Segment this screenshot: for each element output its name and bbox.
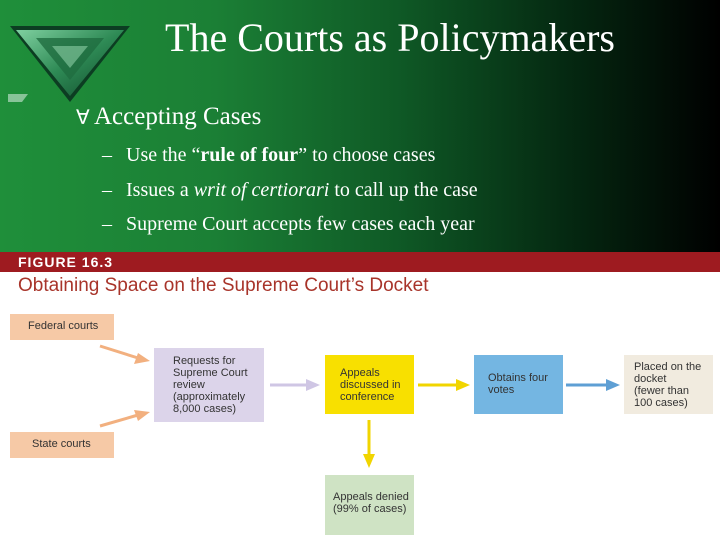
box-line: 8,000 cases) [173, 403, 236, 415]
box-line: 100 cases) [634, 397, 688, 409]
sub-bullet-text: Supreme Court accepts few cases each yea… [126, 213, 475, 235]
box-federal-courts: Federal courts [10, 314, 114, 340]
figure-label: FIGURE 16.3 [18, 254, 114, 270]
box-line: (approximately [173, 391, 246, 403]
slide-title: The Courts as Policymakers [165, 15, 615, 60]
bullet-accepting-cases: ∀Accepting Cases [76, 100, 261, 134]
box-four-votes: Obtains four votes [474, 355, 563, 414]
box-placed-on-docket: Placed on the docket (fewer than 100 cas… [624, 355, 713, 414]
box-line: Placed on the [634, 361, 702, 373]
sub-bullet-dash: – [102, 179, 112, 201]
arrow-federal-to-requests [99, 344, 150, 364]
figure-label-band: FIGURE 16.3 [0, 252, 720, 272]
box-federal-courts-label: Federal courts [28, 320, 99, 332]
slide-header-background: The Courts as Policymakers ∀Accepting Ca… [0, 0, 720, 252]
sub-bullet: –Use the “rule of four” to choose cases [102, 142, 436, 168]
bullet-text: Accepting Cases [94, 103, 262, 130]
box-appeals-conference: Appeals discussed in conference [325, 355, 414, 414]
box-line: Appeals denied [333, 491, 409, 503]
box-line: discussed in [340, 379, 401, 391]
arrow-requests-to-conference [270, 379, 320, 391]
triangle-logo-icon [8, 26, 130, 102]
box-review-requests: Requests for Supreme Court review (appro… [154, 348, 264, 422]
sub-bullet-text: Issues a [126, 179, 194, 201]
box-line: Requests for [173, 355, 236, 367]
sub-bullet-dash: – [102, 144, 112, 166]
box-line: (99% of cases) [333, 503, 407, 515]
box-line: review [173, 379, 205, 391]
box-line: Appeals [340, 367, 380, 379]
box-line: Supreme Court [173, 367, 248, 379]
arrow-conference-to-denied [363, 420, 375, 468]
sub-bullet-text: rule of four [200, 144, 299, 166]
box-line: conference [340, 391, 395, 403]
sub-bullet: –Issues a writ of certiorari to call up … [102, 177, 478, 203]
sub-bullet-dash: – [102, 213, 112, 235]
box-line: (fewer than [634, 385, 690, 397]
arrow-state-to-requests [99, 410, 150, 428]
sub-bullet: –Supreme Court accepts few cases each ye… [102, 211, 475, 237]
box-line: docket [634, 373, 667, 385]
box-line: Obtains four [488, 372, 548, 384]
sub-bullet-text: ” to choose cases [298, 144, 436, 166]
sub-bullet-text: to call up the case [329, 179, 478, 201]
box-line: votes [488, 384, 515, 396]
box-state-courts-label: State courts [32, 438, 91, 450]
arrow-votes-to-docket [566, 379, 620, 391]
sub-bullet-text: writ of certiorari [193, 179, 330, 201]
figure-title: Obtaining Space on the Supreme Court’s D… [18, 275, 429, 296]
bullet-arrow-icon: ∀ [76, 105, 90, 129]
box-state-courts: State courts [10, 432, 114, 458]
arrow-conference-to-votes [418, 379, 470, 391]
sub-bullet-text: Use the “ [126, 144, 201, 166]
box-appeals-denied: Appeals denied (99% of cases) [325, 475, 414, 535]
